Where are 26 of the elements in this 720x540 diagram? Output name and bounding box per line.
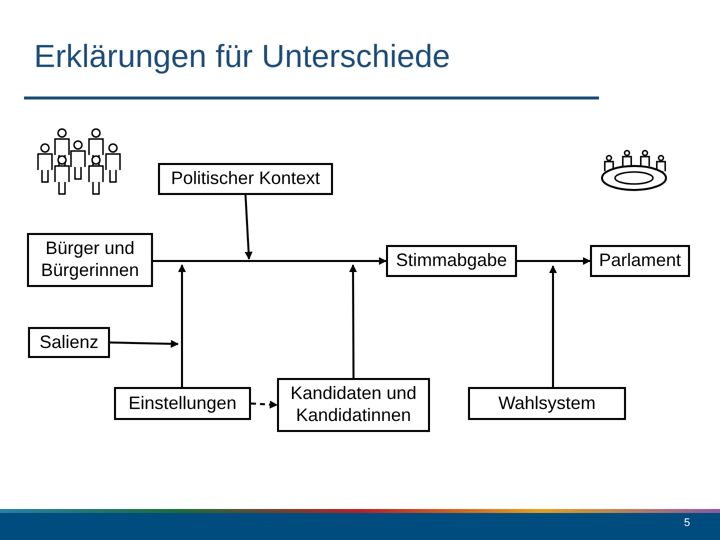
arrow	[517, 257, 591, 265]
text-box	[114, 387, 251, 420]
arrow	[110, 340, 179, 348]
arrow	[349, 264, 358, 378]
page-number: 5	[684, 517, 690, 529]
text-box	[590, 245, 690, 277]
text-box	[158, 163, 333, 195]
arrow	[250, 400, 278, 409]
box-label: Bürger und Bürgerinnen	[40, 238, 140, 282]
text-box	[27, 233, 153, 287]
box-label: Einstellungen	[128, 392, 237, 414]
slide-title: Erklärungen für Unterschiede	[34, 38, 450, 75]
text-box	[386, 245, 517, 277]
text-box	[277, 378, 430, 432]
arrow	[244, 194, 253, 260]
text-box	[468, 387, 626, 420]
arrow	[153, 257, 387, 265]
box-label: Parlament	[598, 250, 682, 272]
box-label: Salienz	[39, 332, 99, 354]
text-box	[28, 327, 110, 358]
arrow	[549, 265, 557, 387]
box-label: Politischer Kontext	[170, 168, 320, 190]
box-label: Kandidaten und Kandidatinnen	[289, 383, 418, 427]
arrow	[178, 264, 186, 387]
box-label: Stimmabgabe	[396, 250, 508, 272]
box-label: Wahlsystem	[498, 392, 596, 414]
